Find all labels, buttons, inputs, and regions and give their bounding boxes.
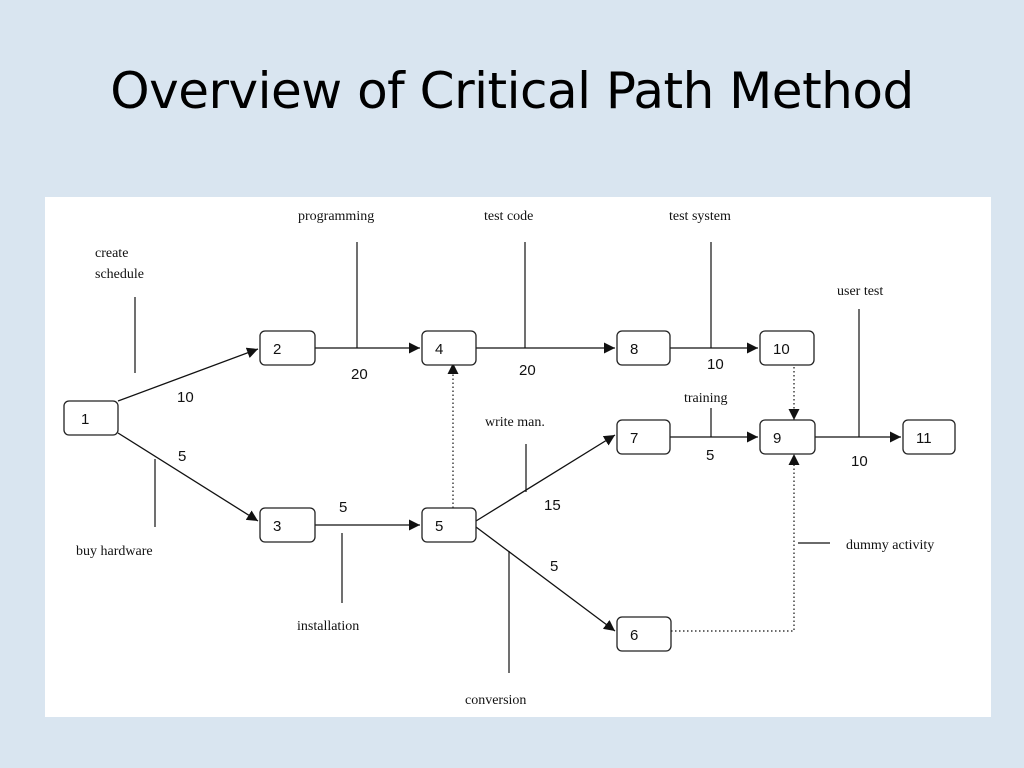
node-3-label: 3 [273, 518, 281, 535]
node-1: 1 [63, 400, 119, 436]
node-10-label: 10 [773, 341, 790, 358]
slide-title: Overview of Critical Path Method [110, 62, 914, 120]
label-user-test: user test [837, 284, 883, 299]
node-6-label: 6 [630, 627, 638, 644]
node-7-label: 7 [630, 430, 638, 447]
weight-5-7: 15 [544, 497, 561, 514]
label-write-manual: write man. [485, 415, 545, 430]
node-7: 7 [616, 419, 671, 455]
label-test-code: test code [484, 209, 533, 224]
weight-1-2: 10 [177, 389, 194, 406]
edge-5-6 [475, 526, 616, 632]
weight-8-10: 10 [707, 356, 724, 373]
node-4-label: 4 [435, 341, 443, 358]
node-9: 9 [759, 419, 816, 455]
node-10: 10 [759, 330, 815, 366]
node-2: 2 [259, 330, 316, 366]
weight-4-8: 20 [519, 362, 536, 379]
edge-5-7 [475, 434, 616, 522]
node-8: 8 [616, 330, 671, 366]
node-3: 3 [259, 507, 316, 543]
label-create-schedule-line1: create [95, 246, 128, 261]
node-2-label: 2 [273, 341, 281, 358]
weight-1-3: 5 [178, 448, 186, 465]
label-installation: installation [297, 619, 359, 634]
label-programming: programming [298, 209, 374, 224]
label-test-system: test system [669, 209, 731, 224]
dummy-edge-6-9 [671, 454, 800, 632]
weight-5-6: 5 [550, 558, 558, 575]
node-8-label: 8 [630, 341, 638, 358]
weight-9-11: 10 [851, 453, 868, 470]
node-5-label: 5 [435, 518, 443, 535]
label-conversion: conversion [465, 693, 526, 708]
node-5: 5 [421, 507, 477, 543]
node-4: 4 [421, 330, 477, 366]
node-1-label: 1 [81, 411, 89, 428]
weight-3-5: 5 [339, 499, 347, 516]
node-6: 6 [616, 616, 672, 652]
weight-7-9: 5 [706, 447, 714, 464]
edge-1-2 [117, 347, 259, 402]
cpm-network-svg: 1 2 3 4 5 6 7 8 9 10 11 10 5 20 5 20 15 … [63, 209, 956, 708]
label-dummy-activity: dummy activity [846, 538, 934, 553]
label-create-schedule-line2: schedule [95, 267, 144, 282]
weight-2-4: 20 [351, 366, 368, 383]
edge-1-3 [117, 432, 259, 522]
node-11: 11 [902, 419, 956, 455]
node-9-label: 9 [773, 430, 781, 447]
cpm-network-diagram: 1 2 3 4 5 6 7 8 9 10 11 10 5 20 5 20 15 … [45, 197, 991, 717]
label-buy-hardware: buy hardware [76, 544, 153, 559]
label-training: training [684, 391, 728, 406]
node-11-label: 11 [916, 430, 932, 447]
